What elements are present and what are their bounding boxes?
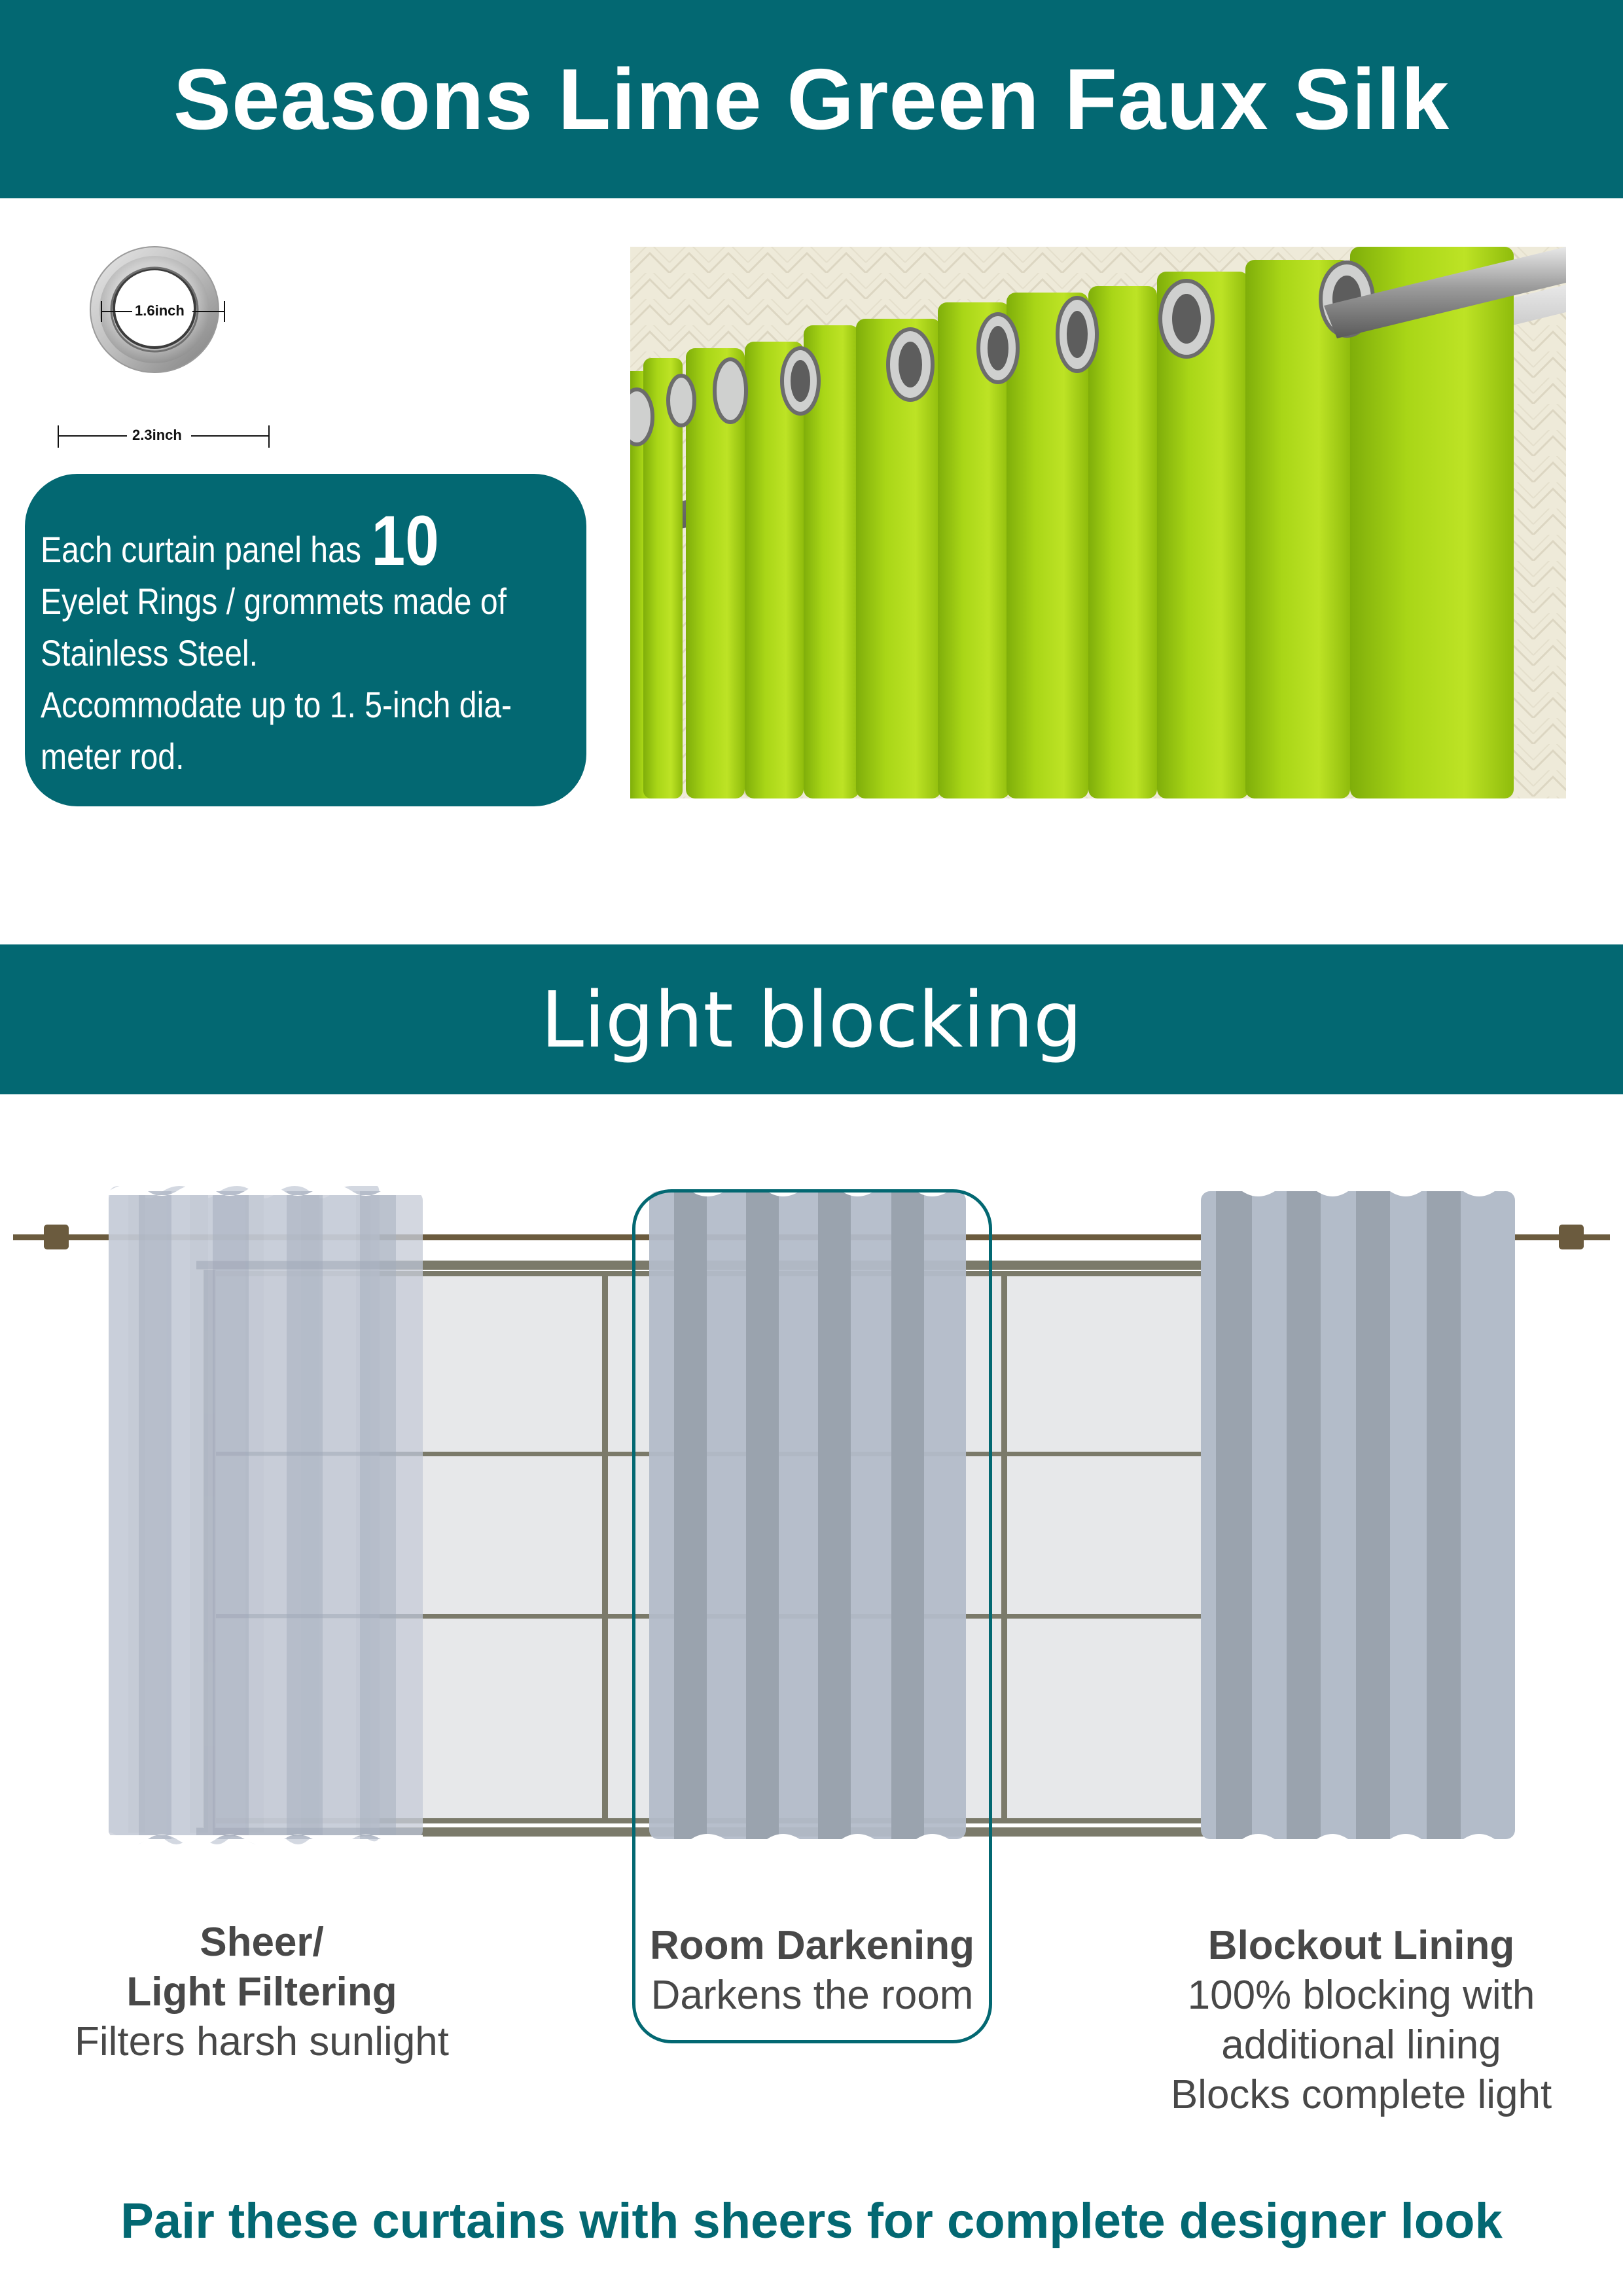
page-title: Seasons Lime Green Faux Silk: [173, 51, 1450, 147]
option-blockout-title: Blockout Lining: [1207, 1923, 1515, 1968]
section-banner: Light blocking: [0, 944, 1623, 1094]
room-darkening-highlight: [632, 1189, 992, 2043]
inner-diameter-dimension: 1.6inch: [101, 300, 225, 323]
info-line-4: Accommodate up to 1. 5-inch dia-: [41, 684, 512, 725]
option-blockout: Blockout Lining 100% blocking with addit…: [1139, 1921, 1584, 2120]
room-darkening-curtain-icon: [649, 1184, 966, 1846]
blockout-curtain-icon: [1201, 1184, 1515, 1846]
option-room-darkening-title: Room Darkening: [649, 1923, 975, 1968]
option-blockout-desc-2: additional lining: [1221, 2022, 1501, 2068]
footer-tagline: Pair these curtains with sheers for comp…: [120, 2193, 1503, 2249]
light-blocking-diagram: [0, 1172, 1623, 1892]
sheer-panel: [109, 1191, 423, 1839]
ring-count: 10: [371, 501, 439, 580]
section-title: Light blocking: [541, 974, 1082, 1065]
outer-diameter-label: 2.3inch: [132, 427, 182, 443]
info-line-1-text: Each curtain panel has: [41, 529, 361, 570]
option-sheer-desc: Filters harsh sunlight: [74, 2019, 450, 2064]
option-room-darkening: Room Darkening Darkens the room: [632, 1921, 992, 2020]
info-line-2: Eyelet Rings / grommets made of: [41, 581, 507, 622]
outer-diameter-dimension: 2.3inch: [58, 424, 270, 448]
inner-diameter-label: 1.6inch: [135, 302, 185, 319]
title-banner: Seasons Lime Green Faux Silk: [0, 0, 1623, 198]
option-blockout-desc-3: Blocks complete light: [1170, 2072, 1552, 2117]
product-photo: [630, 247, 1566, 798]
option-sheer-title-1: Sheer/: [200, 1920, 324, 1965]
info-line-3: Stainless Steel.: [41, 632, 258, 673]
option-room-darkening-desc: Darkens the room: [651, 1973, 974, 2018]
option-blockout-desc-1: 100% blocking with: [1187, 1973, 1535, 2018]
option-sheer-title-2: Light Filtering: [126, 1969, 397, 2015]
option-sheer: Sheer/ Light Filtering Filters harsh sun…: [39, 1918, 484, 2067]
info-line-5: meter rod.: [41, 736, 185, 777]
grommet-ring-icon: [56, 215, 253, 411]
